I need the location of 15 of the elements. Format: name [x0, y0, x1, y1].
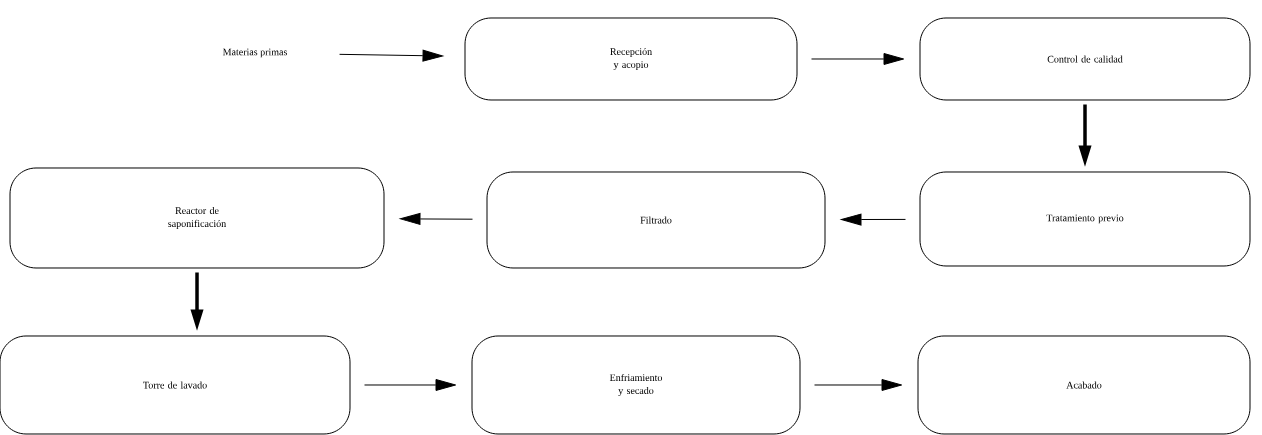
process-box: Filtrado — [486, 171, 826, 269]
process-box: Enfriamiento y secado — [471, 335, 801, 435]
process-box: Torre de lavado — [0, 335, 351, 435]
process-box: Reactor de saponificación — [9, 167, 385, 269]
process-box: Control de calidad — [919, 17, 1251, 101]
arrow — [814, 379, 903, 391]
arrow — [811, 53, 905, 65]
process-box: Acabado — [917, 335, 1251, 435]
input-label: Materias primas — [222, 48, 287, 58]
process-box: Recepción y acopio — [464, 17, 798, 101]
process-box: Tratamiento previo — [919, 171, 1251, 267]
arrow — [364, 379, 457, 391]
arrow — [840, 213, 906, 226]
arrow — [339, 49, 444, 62]
arrow — [399, 213, 473, 225]
